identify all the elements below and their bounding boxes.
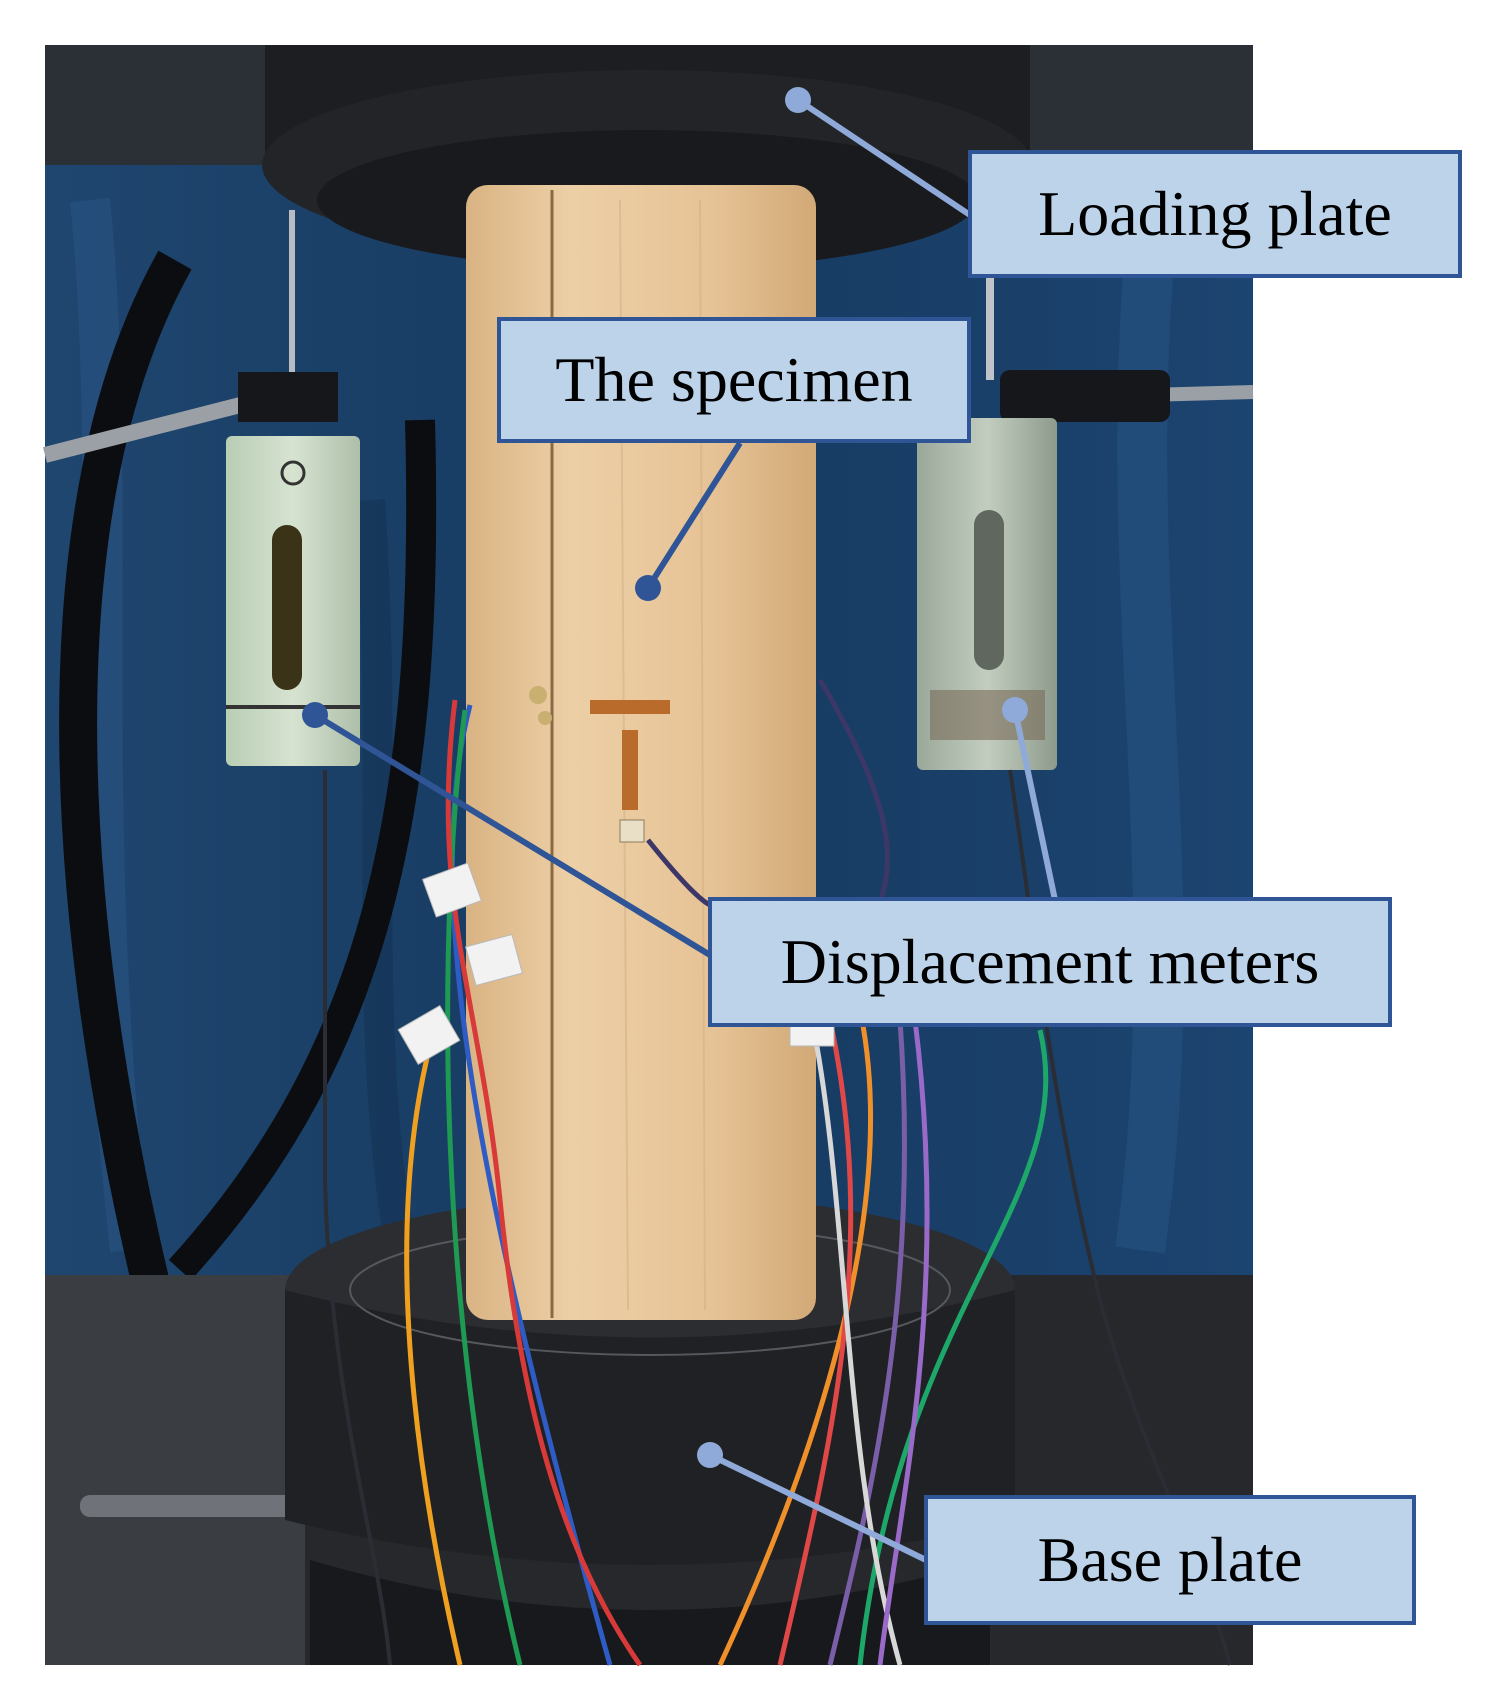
meter-window-right bbox=[974, 510, 1004, 670]
leader-line-displacement-right bbox=[1012, 709, 1058, 901]
leader-dot-icon bbox=[697, 1442, 723, 1468]
meter-band-left bbox=[226, 705, 360, 709]
leader-dot-icon bbox=[635, 575, 661, 601]
strain-gauge-horizontal bbox=[590, 700, 670, 714]
meter-window-left bbox=[272, 525, 302, 690]
black-cable bbox=[59, 250, 192, 1285]
leader-line-specimen bbox=[645, 441, 743, 590]
label-displacement-meters: Displacement meters bbox=[708, 897, 1392, 1027]
wire-connector bbox=[397, 1004, 461, 1066]
support-rod-left bbox=[43, 392, 262, 463]
wires bbox=[404, 678, 1049, 1667]
label-loading-plate: Loading plate bbox=[968, 150, 1462, 278]
terminal bbox=[538, 711, 552, 725]
wire-connector bbox=[421, 862, 483, 918]
terminal-block bbox=[619, 819, 645, 843]
meter-cable-left bbox=[323, 1179, 392, 1666]
meter-clamp-right bbox=[1000, 370, 1170, 422]
leader-line-loading-plate bbox=[796, 97, 972, 218]
wire-connector bbox=[465, 933, 523, 987]
leader-lines bbox=[302, 87, 1058, 1563]
terminal bbox=[529, 686, 547, 704]
strain-gauge-vertical bbox=[622, 730, 638, 810]
leader-line-base-plate bbox=[708, 1452, 928, 1563]
meter-clamp-left bbox=[238, 372, 338, 422]
leader-line-displacement-left bbox=[313, 712, 712, 958]
leader-dot-icon bbox=[302, 702, 328, 728]
floor-left bbox=[45, 1275, 305, 1665]
metal-rod bbox=[80, 1495, 330, 1517]
label-base-plate: Base plate bbox=[924, 1495, 1416, 1625]
meter-logo-icon bbox=[280, 460, 306, 486]
leader-dot-icon bbox=[1002, 697, 1028, 723]
label-specimen: The specimen bbox=[497, 317, 971, 443]
meter-worn-area bbox=[930, 690, 1045, 740]
base-plate-lower bbox=[310, 1560, 990, 1665]
photo bbox=[43, 45, 1254, 1667]
leader-dot-icon bbox=[785, 87, 811, 113]
black-cable bbox=[168, 419, 437, 1281]
